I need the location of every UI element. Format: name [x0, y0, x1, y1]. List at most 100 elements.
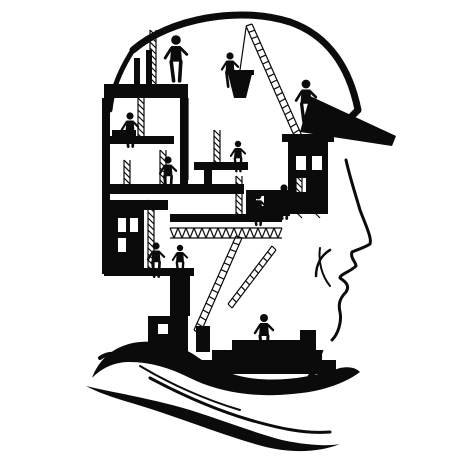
worker-legs — [233, 157, 243, 173]
scaffold-brace — [313, 199, 321, 207]
scaffold-brace — [181, 97, 189, 105]
scaffold-brace — [213, 141, 221, 149]
crane-brace — [205, 302, 213, 308]
scaffold-brace — [213, 135, 221, 143]
scaffold-brace — [137, 115, 145, 123]
worker-torso — [170, 46, 182, 62]
scaffold-brace — [159, 149, 167, 157]
scaffold-brace — [147, 205, 155, 213]
crane-brace — [254, 42, 261, 46]
scaffold-brace — [147, 229, 155, 237]
truss-web — [221, 227, 227, 239]
worker-torso — [125, 120, 135, 133]
worker-figure — [146, 242, 166, 278]
platform-brace — [276, 349, 282, 361]
crane-brace — [226, 255, 234, 260]
truss-web — [257, 227, 263, 239]
crane-brace — [236, 291, 242, 297]
scaffold-brace — [235, 181, 243, 189]
worker-arms — [253, 323, 275, 335]
crane-brace — [251, 35, 258, 40]
scaffold-brace — [313, 187, 321, 195]
scaffold-brace — [137, 97, 145, 105]
scaffold-brace — [181, 175, 189, 183]
crane-brace — [267, 73, 275, 78]
scaffold-brace — [123, 177, 131, 185]
worker-legs — [175, 261, 185, 277]
worker-head — [260, 314, 268, 322]
truss-web — [245, 227, 251, 239]
scaffold-brace — [235, 187, 243, 195]
truss-web — [269, 227, 275, 239]
scaffold-brace — [137, 133, 145, 141]
crane-brace — [245, 23, 253, 27]
truss-web — [201, 227, 207, 239]
truss-web — [213, 227, 219, 239]
crane-brace — [220, 269, 228, 273]
scaffold-brace — [181, 103, 189, 111]
scaffold-brace — [147, 217, 155, 225]
crane-brace — [240, 286, 246, 292]
platform-brace — [220, 349, 226, 361]
crane-brace — [202, 309, 210, 314]
crane-brace — [214, 282, 222, 287]
truss-web — [177, 227, 183, 239]
scaffold-brace — [149, 71, 157, 79]
truss-web — [209, 227, 215, 239]
worker-arms — [294, 90, 318, 102]
scaffold-brace — [313, 169, 321, 177]
worker-arms — [249, 200, 267, 210]
scaffold-brace — [313, 205, 321, 213]
scaffold-brace — [149, 53, 157, 61]
truss-web — [241, 227, 247, 239]
worker-arms — [171, 252, 189, 261]
scaffold-brace — [123, 165, 131, 173]
platform-brace — [290, 349, 296, 361]
worker-torso — [176, 252, 184, 263]
crane-brace — [271, 245, 277, 251]
platform-vehicle — [202, 330, 336, 383]
worker-torso — [253, 200, 263, 212]
scaffold-brace — [213, 159, 221, 167]
platform-brace — [297, 349, 303, 361]
scaffold-brace — [181, 169, 189, 177]
scaffold-brace — [149, 35, 157, 43]
crane-brace — [217, 275, 225, 280]
scaffold-brace — [137, 121, 145, 129]
worker-figure — [163, 35, 189, 83]
face-profile — [314, 158, 372, 342]
crane-brace — [276, 91, 283, 97]
scaffold-brace — [149, 65, 157, 73]
truss-web — [261, 227, 267, 239]
scaffold-brace — [149, 47, 157, 55]
tower-crane-top — [226, 23, 303, 141]
scaffold-brace — [123, 171, 131, 179]
worker-head — [171, 35, 181, 45]
worker-legs — [253, 210, 263, 227]
worker-arms — [158, 165, 178, 175]
worker-arms — [274, 193, 294, 203]
scaffold-brace — [295, 169, 303, 177]
scaffold-brace — [147, 223, 155, 231]
scaffold-brace — [137, 109, 145, 117]
truss-web — [185, 227, 191, 239]
scaffold-brace — [149, 41, 157, 49]
crane-brace — [265, 67, 272, 71]
truss-web — [265, 227, 271, 239]
crane-brace — [273, 85, 281, 90]
worker-figure — [294, 79, 318, 124]
platform-brace — [248, 349, 254, 361]
worker-figure — [158, 156, 178, 192]
scaffold-brace — [235, 193, 243, 201]
worker-legs — [258, 334, 270, 354]
worker-figure — [171, 244, 189, 277]
worker-arms — [229, 148, 247, 157]
crane-brace — [284, 110, 292, 116]
worker-legs — [279, 202, 289, 220]
scaffold-brace — [295, 193, 303, 201]
crane-brace — [208, 295, 216, 301]
crane-brace — [258, 262, 264, 268]
scaffold-brace — [181, 151, 189, 159]
scaffold-brace — [181, 163, 189, 171]
